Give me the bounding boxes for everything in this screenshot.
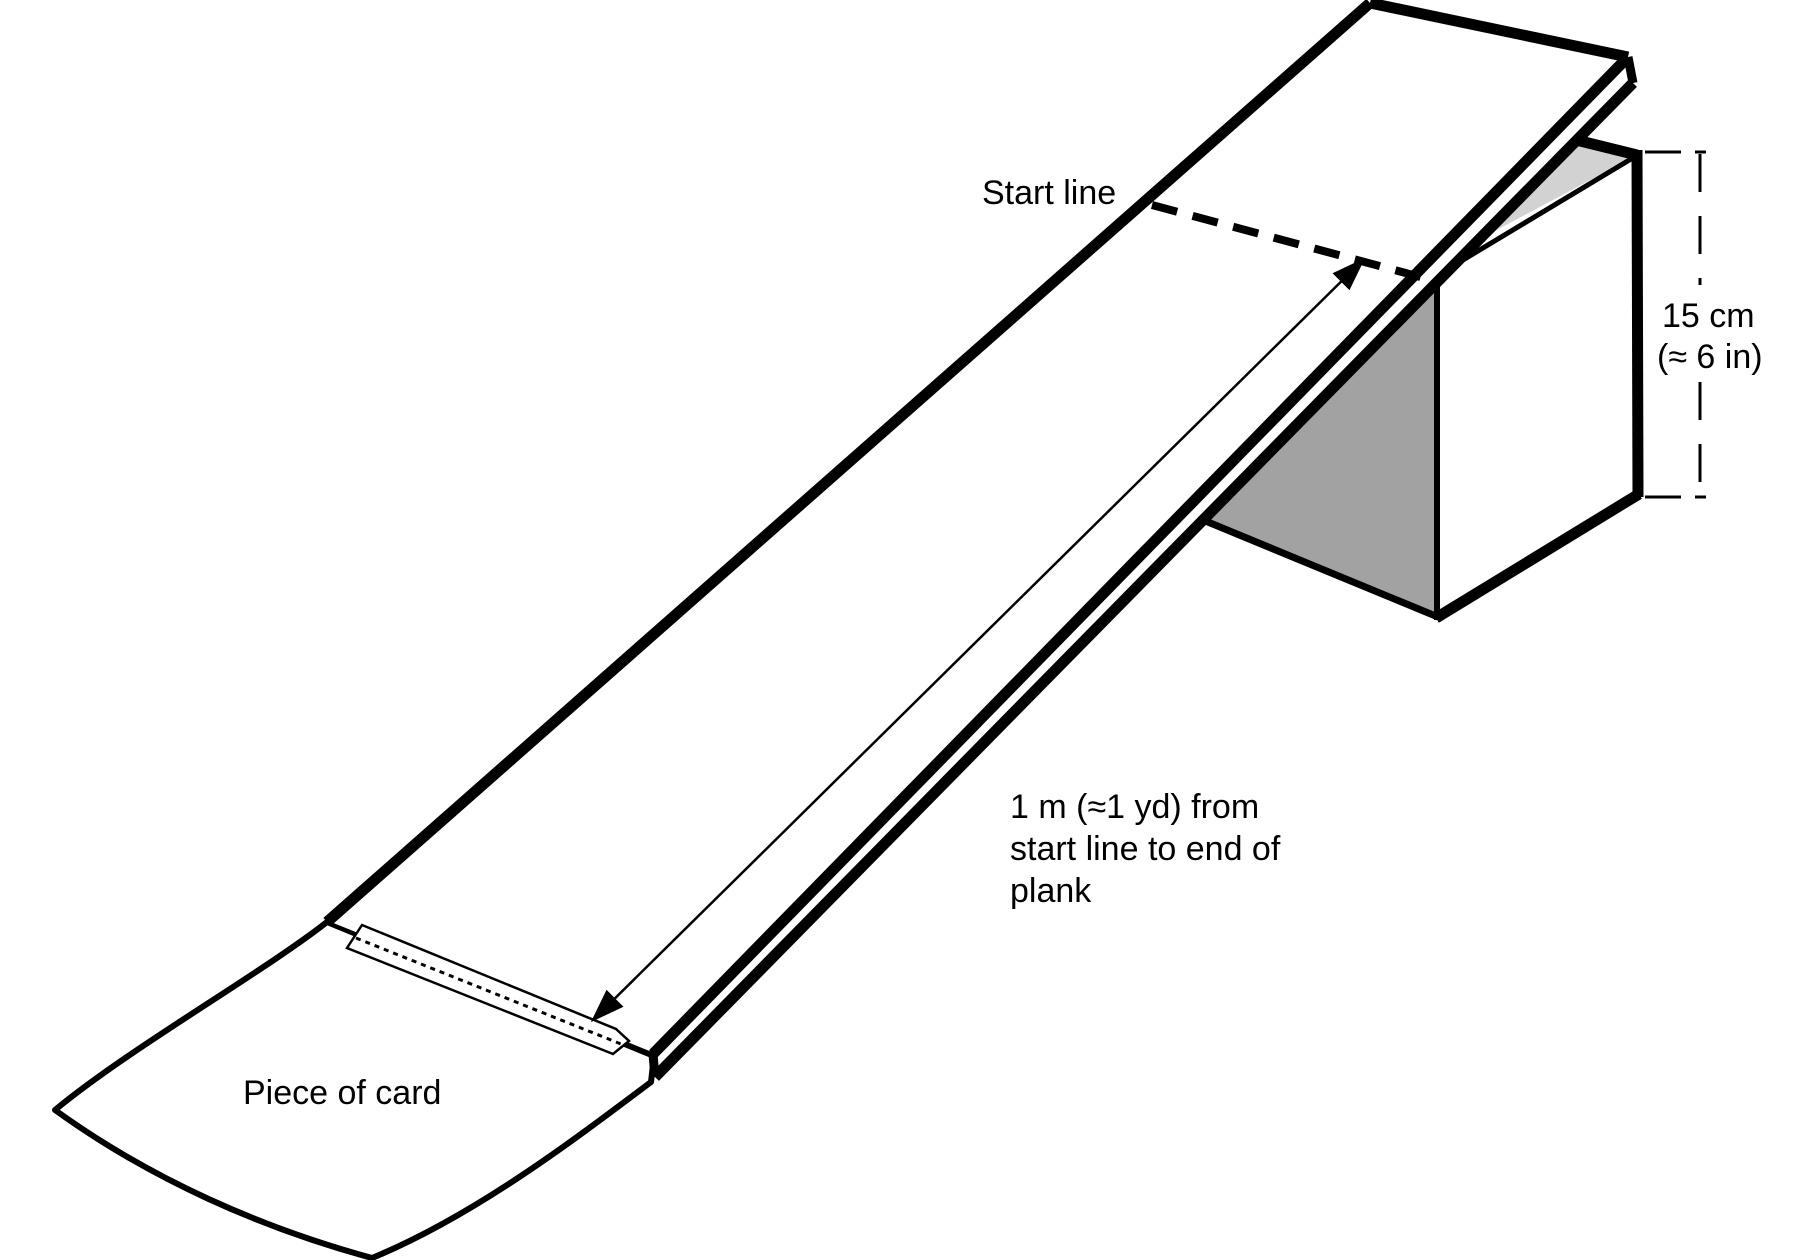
box-height-approx-label: (≈ 6 in) [1657, 338, 1763, 376]
card-label: Piece of card [243, 1074, 441, 1112]
box-front-face [1437, 155, 1638, 617]
plank-top-corner-edge [1623, 56, 1638, 84]
start-line-label: Start line [982, 174, 1116, 212]
box-top-front-edge [1441, 153, 1638, 275]
box-bottom-front-edge [1433, 489, 1642, 623]
start-line-dashed [1150, 201, 1430, 283]
box-right-edge [1631, 149, 1644, 498]
distance-label-line1: 1 m (≈1 yd) from [1010, 788, 1259, 826]
plank-bottom-corner-edge [648, 1053, 660, 1078]
measure-arrow [590, 257, 1366, 1023]
distance-label-line2: start line to end of [1010, 830, 1281, 868]
tape-strip [345, 923, 631, 1056]
box-height-value-label: 15 cm [1662, 297, 1755, 335]
plank-top-end-edge [1368, 0, 1630, 63]
tape-strip-dotted-line [355, 936, 622, 1046]
distance-label-line3: plank [1010, 872, 1092, 910]
height-dimension [1645, 150, 1706, 499]
